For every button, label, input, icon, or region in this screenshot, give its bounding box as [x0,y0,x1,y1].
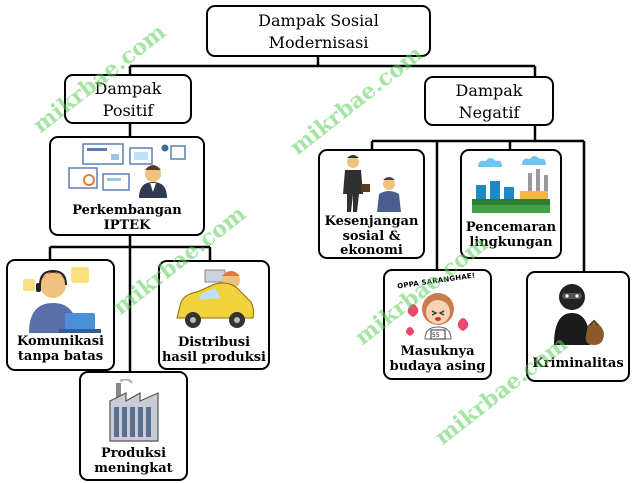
negative-impact-node: Dampak Negatif [424,76,554,126]
criminality-label: Kriminalitas [532,356,624,371]
iptek-label-line2: IPTEK [103,217,151,233]
iptek-label-line1: Perkembangan [72,203,182,218]
pollution-label-line1: Pencemaran [465,220,557,235]
foreign-culture-label-line2: budaya asing [389,358,486,374]
production-node: Produksi meningkat [79,371,188,481]
social-gap-node: Kesenjangan sosial & ekonomi [318,149,425,259]
distribution-label-line2: hasil produksi [161,349,266,365]
foreign-culture-node: OPPA SARANGHAE! 55 Masuknya budaya asing [383,269,492,380]
positive-title-line1: Dampak [94,79,162,98]
iptek-development-node: Perkembangan IPTEK [49,136,205,236]
production-label-line2: meningkat [94,460,173,476]
delivery-car-icon [176,269,255,328]
positive-impact-node: Dampak Positif [64,74,192,124]
production-label-line1: Produksi [100,446,167,461]
communication-label-line2: tanpa batas [17,348,104,364]
root-title-line2: Modernisasi [268,32,369,52]
thief-icon [554,284,604,345]
headset-operator-icon [22,267,101,333]
root-title-line1: Dampak Sosial [258,11,379,30]
social-gap-label-line2: sosial & [342,228,401,244]
negative-title-line2: Negatif [458,102,520,122]
distribution-label-line1: Distribusi [177,335,251,350]
criminality-node: Kriminalitas [526,271,630,382]
communication-label-line1: Komunikasi [17,334,104,349]
negative-title-line1: Dampak [455,81,523,100]
fan-badge-number: 55 [432,332,440,339]
distribution-node: Distribusi hasil produksi [158,260,270,370]
social-gap-label-line3: ekonomi [340,243,403,259]
root-node: Dampak Sosial Modernisasi [206,5,431,57]
rich-poor-icon [342,155,401,212]
pollution-node: Pencemaran lingkungan [460,149,562,259]
foreign-culture-label-line1: Masuknya [400,344,475,359]
factory-icon [108,379,159,442]
kpop-fan-girl-icon [405,293,468,340]
positive-title-line2: Positif [102,100,154,120]
technology-icon [68,143,186,198]
industrial-pollution-icon [472,156,550,213]
social-gap-label-line1: Kesenjangan [324,214,419,229]
pollution-label-line2: lingkungan [469,234,553,250]
communication-node: Komunikasi tanpa batas [6,259,115,371]
